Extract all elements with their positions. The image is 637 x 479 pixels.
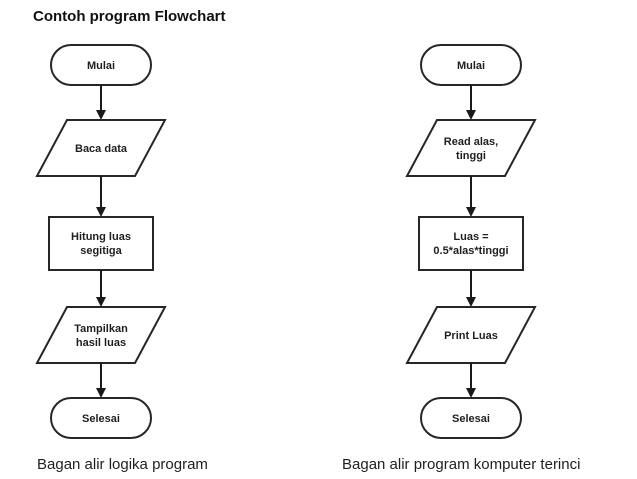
arrowhead-icon	[466, 388, 476, 398]
output-parallelogram: Tampilkan hasil luas	[35, 306, 167, 364]
flow-arrow	[96, 270, 106, 307]
start-terminator: Mulai	[50, 44, 152, 86]
start-terminator: Mulai	[420, 44, 522, 86]
page-title: Contoh program Flowchart	[33, 8, 226, 25]
node-label: Selesai	[82, 413, 120, 425]
terminator-shape	[50, 397, 152, 439]
output-parallelogram: Print Luas	[405, 306, 537, 364]
arrowhead-icon	[466, 207, 476, 217]
io-shape	[35, 119, 167, 177]
arrowhead-icon	[96, 388, 106, 398]
arrowhead-icon	[96, 297, 106, 307]
right-flowchart-caption: Bagan alir program komputer terinci	[342, 456, 581, 473]
arrowhead-icon	[96, 110, 106, 120]
node-label: Luas =	[453, 231, 488, 243]
process-rectangle: Hitung luas segitiga	[48, 216, 154, 271]
io-shape	[405, 119, 537, 177]
node-label: Mulai	[87, 60, 115, 72]
arrowhead-icon	[466, 297, 476, 307]
arrowhead-icon	[96, 207, 106, 217]
arrowhead-icon	[466, 110, 476, 120]
node-label: Selesai	[452, 413, 490, 425]
left-flowchart-caption: Bagan alir logika program	[37, 456, 208, 473]
terminator-shape	[420, 397, 522, 439]
node-label: Tampilkan	[74, 323, 128, 335]
input-parallelogram: Read alas, tinggi	[405, 119, 537, 177]
program-flowchart: Mulai Read alas, tinggi Luas = 0.5*alas*…	[405, 44, 537, 439]
flow-arrow	[96, 176, 106, 217]
input-parallelogram: Baca data	[35, 119, 167, 177]
node-label: Hitung luas	[71, 231, 131, 243]
node-label: segitiga	[80, 245, 122, 257]
io-shape	[35, 306, 167, 364]
flow-arrow	[466, 176, 476, 217]
flow-arrow	[466, 85, 476, 120]
process-shape	[48, 216, 154, 271]
flow-arrow	[96, 363, 106, 398]
io-shape	[405, 306, 537, 364]
end-terminator: Selesai	[420, 397, 522, 439]
node-label: 0.5*alas*tinggi	[433, 245, 508, 257]
node-label: hasil luas	[76, 337, 126, 349]
end-terminator: Selesai	[50, 397, 152, 439]
node-label: Mulai	[457, 60, 485, 72]
node-label: Read alas,	[444, 136, 498, 148]
node-label: tinggi	[456, 150, 486, 162]
process-rectangle: Luas = 0.5*alas*tinggi	[418, 216, 524, 271]
node-label: Print Luas	[444, 330, 498, 342]
logic-flowchart: Mulai Baca data Hitung luas segitiga Tam…	[35, 44, 167, 439]
flow-arrow	[466, 363, 476, 398]
process-shape	[418, 216, 524, 271]
flow-arrow	[96, 85, 106, 120]
node-label: Baca data	[75, 143, 128, 155]
flow-arrow	[466, 270, 476, 307]
